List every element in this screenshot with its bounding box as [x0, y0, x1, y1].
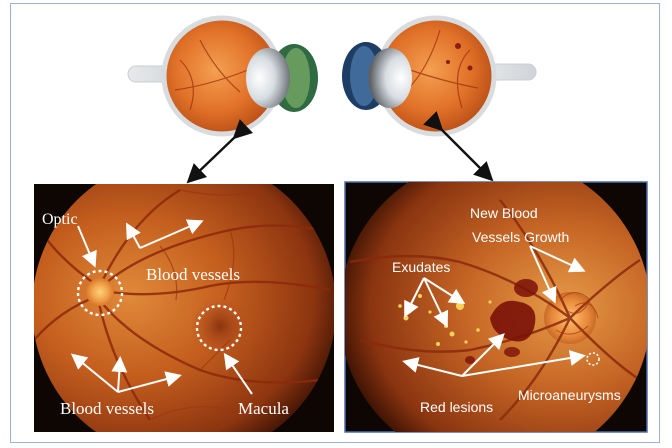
exudates-label: Exudates	[392, 259, 450, 275]
right-eyeball-illustration	[342, 18, 536, 134]
normal-retina-panel: Optic Blood vessels Blood vessels Macula	[34, 184, 334, 432]
macula-label: Macula	[238, 399, 289, 418]
optic-label: Optic	[42, 211, 78, 228]
new-blood-vessels-label-line1: New Blood	[470, 205, 538, 221]
blood-vessels-upper-label: Blood vessels	[146, 265, 240, 284]
diabetic-retina-panel: New Blood Vessels Growth Exudates Red le…	[345, 182, 647, 432]
new-blood-vessels-label-line2: Vessels Growth	[472, 229, 569, 245]
left-connector-arrow	[190, 136, 236, 180]
red-lesions-label: Red lesions	[420, 399, 493, 415]
left-eyeball-illustration	[128, 18, 318, 134]
blood-vessels-lower-label: Blood vessels	[60, 399, 154, 418]
right-connector-arrow	[440, 128, 490, 178]
microaneurysms-label: Microaneurysms	[518, 387, 621, 403]
